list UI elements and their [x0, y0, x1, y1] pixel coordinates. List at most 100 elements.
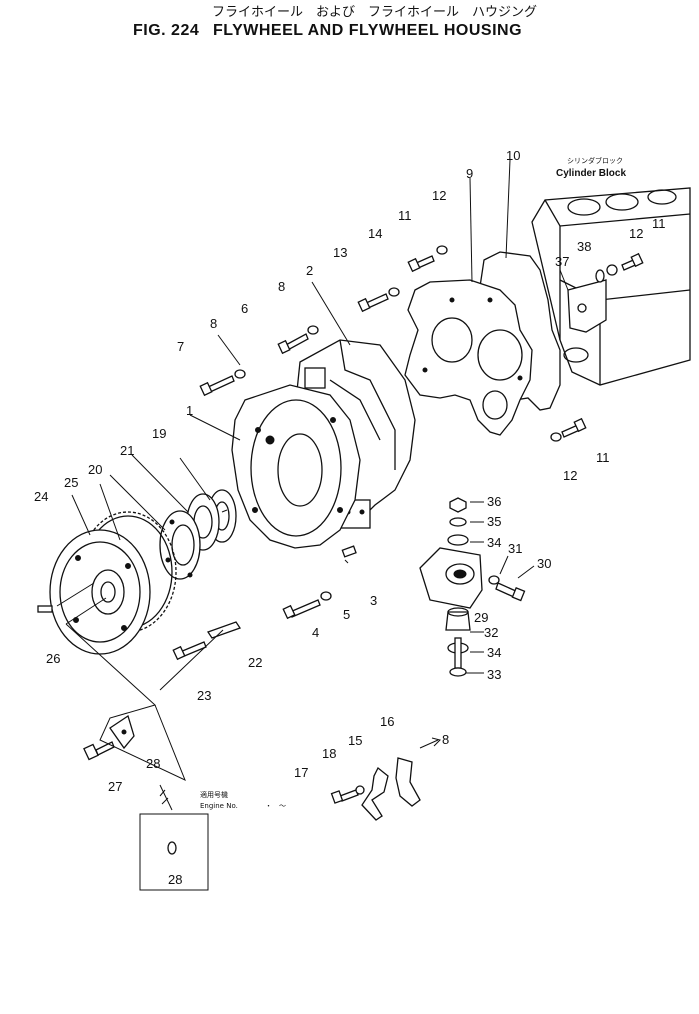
- bolt-11-upper: [407, 255, 435, 273]
- callout-37: 37: [555, 254, 569, 269]
- bolt-7: [199, 375, 235, 397]
- detail-box: [139, 813, 209, 891]
- figure-number: FIG. 224: [133, 22, 199, 39]
- callout-20: 20: [88, 462, 102, 477]
- washer-38: [595, 269, 605, 283]
- arrow-to-8: [419, 737, 441, 749]
- callout-30: 30: [537, 556, 551, 571]
- callout-6: 6: [241, 301, 248, 316]
- figure-title: FLYWHEEL AND FLYWHEEL HOUSING: [213, 22, 522, 39]
- callout-35: 35: [487, 514, 501, 529]
- callout-28-upper: 28: [146, 756, 160, 771]
- callout-31: 31: [508, 541, 522, 556]
- callout-5: 5: [343, 607, 350, 622]
- callout-11-upper: 11: [398, 208, 412, 223]
- callout-19: 19: [152, 426, 166, 441]
- bolt-11-right: [621, 252, 644, 271]
- nut-36: [449, 497, 467, 513]
- callout-17: 17: [294, 765, 308, 780]
- callout-14: 14: [368, 226, 382, 241]
- callout-4: 4: [312, 625, 319, 640]
- callout-12-right: 12: [629, 226, 643, 241]
- washer-12-upper: [436, 245, 448, 255]
- engine-no-label-jp: 適用号機: [200, 790, 228, 799]
- callout-leaders: [71, 159, 569, 564]
- engine-no-range: ・ ～: [265, 802, 286, 810]
- callout-13: 13: [333, 245, 347, 260]
- callout-29: 29: [474, 610, 488, 625]
- bolt-11-lower: [561, 417, 587, 438]
- callout-11-lower: 11: [596, 450, 610, 465]
- washer-8-upper: [307, 325, 319, 335]
- cylinder-block-label: Cylinder Block: [556, 168, 626, 179]
- callout-32: 32: [484, 625, 498, 640]
- lock-plate-22: [206, 621, 242, 639]
- callout-36: 36: [487, 494, 501, 509]
- callout-28-box: 28: [168, 872, 182, 887]
- callout-11-right: 11: [652, 216, 666, 231]
- screw-arrow: [159, 784, 173, 811]
- cushion-32: [445, 607, 471, 631]
- washer-12-lower: [550, 432, 562, 442]
- washer-18: [355, 785, 365, 795]
- mount-leader-dashes: [466, 501, 484, 674]
- dowel-pin-3: [341, 545, 357, 558]
- callout-38: 38: [577, 239, 591, 254]
- flywheel-housing-1: [231, 384, 361, 549]
- callout-34-lower: 34: [487, 645, 501, 660]
- callout-3: 3: [370, 593, 377, 608]
- callout-15: 15: [348, 733, 362, 748]
- callout-21: 21: [120, 443, 134, 458]
- callout-numbers: 1 2 3 4 5 6 7 8 8 8 9 10 11 11 11 12 12 …: [34, 148, 666, 887]
- bolt-4: [282, 599, 321, 620]
- callout-18: 18: [322, 746, 336, 761]
- washer-31: [488, 575, 500, 585]
- bracket-15: [361, 766, 389, 821]
- washer-5: [320, 591, 332, 601]
- callout-10: 10: [506, 148, 520, 163]
- washer-35: [449, 517, 467, 527]
- mount-leader-lines: [499, 555, 535, 579]
- bolt-13: [357, 293, 389, 313]
- callout-24: 24: [34, 489, 48, 504]
- callout-16: 16: [380, 714, 394, 729]
- bolt-30: [495, 582, 526, 602]
- flywheel-24: [49, 529, 151, 655]
- bolt-33: [449, 637, 467, 677]
- bolt-17: [330, 789, 359, 804]
- leader-lines: [56, 582, 224, 781]
- rear-plate-9: [404, 279, 533, 436]
- lock-plate-28-detail: [167, 841, 177, 855]
- bracket-16: [395, 757, 421, 807]
- title-japanese: フライホイール および フライホイール ハウジング: [212, 5, 537, 20]
- cushion-34-upper: [447, 534, 469, 546]
- engine-mount-29: [419, 547, 483, 609]
- callout-2: 2: [306, 263, 313, 278]
- callout-12-lower: 12: [563, 468, 577, 483]
- callout-27: 27: [108, 779, 122, 794]
- callout-9: 9: [466, 166, 473, 181]
- callout-34-upper: 34: [487, 535, 501, 550]
- callout-26: 26: [46, 651, 60, 666]
- callout-1: 1: [186, 403, 193, 418]
- callout-8-left: 8: [210, 316, 217, 331]
- bolt-6: [277, 333, 309, 355]
- dowel-pin-26: [37, 605, 53, 613]
- callout-23: 23: [197, 688, 211, 703]
- bolt-23: [172, 641, 207, 661]
- washer-8-left: [234, 369, 246, 379]
- cover-20: [159, 510, 201, 580]
- callout-8-upper: 8: [278, 279, 285, 294]
- callout-8-lower: 8: [442, 732, 449, 747]
- cylinder-block: [531, 187, 691, 386]
- cylinder-block-label-jp: シリンダブロック: [567, 156, 623, 165]
- callout-12-upper: 12: [432, 188, 446, 203]
- callout-33: 33: [487, 667, 501, 682]
- callout-7: 7: [177, 339, 184, 354]
- callout-25: 25: [64, 475, 78, 490]
- callout-22: 22: [248, 655, 262, 670]
- washer-14: [388, 287, 400, 297]
- washer-12-right: [606, 264, 618, 276]
- engine-no-label: Engine No.: [200, 802, 238, 810]
